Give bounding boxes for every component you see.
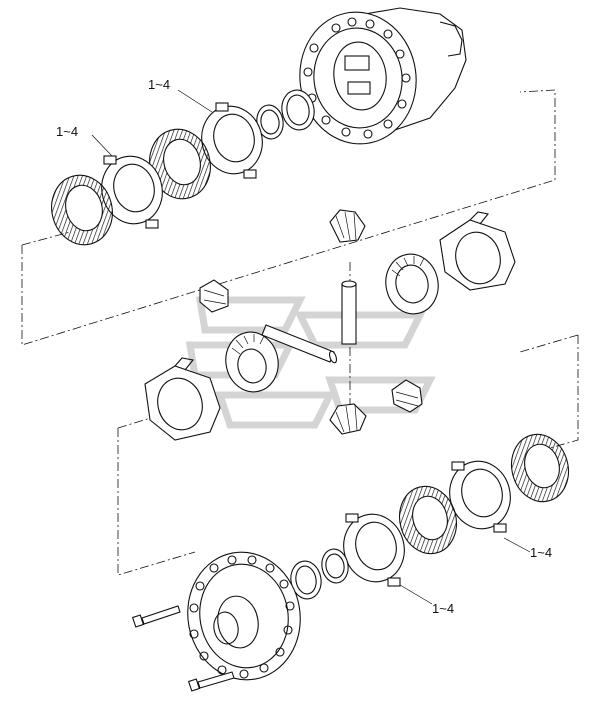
friction-disc-lower-2 xyxy=(399,485,457,555)
pinion-gear-right xyxy=(391,379,423,413)
differential-case xyxy=(299,7,467,145)
pinion-gear-top xyxy=(329,209,366,243)
case-bolt-holes xyxy=(303,17,411,139)
friction-disc-upper-1 xyxy=(149,128,211,200)
friction-disc-lower-1 xyxy=(511,433,569,503)
bolt-lower xyxy=(187,671,235,692)
steel-plate-upper-1 xyxy=(201,102,263,179)
pinion-gear-left xyxy=(199,279,229,313)
side-gear-upper xyxy=(385,253,439,315)
side-gear-lower xyxy=(225,331,279,393)
friction-disc-upper-2 xyxy=(51,174,113,246)
steel-plate-lower-1 xyxy=(449,460,511,533)
callout-label: 1~4 xyxy=(56,124,78,139)
pinion-gear-bottom xyxy=(329,403,367,435)
clutch-hub-lower xyxy=(144,357,221,441)
callout-label: 1~4 xyxy=(148,77,170,92)
callout-leaders xyxy=(91,89,531,605)
cross-shaft-horizontal xyxy=(261,324,338,364)
steel-plate-upper-2 xyxy=(101,155,163,229)
cross-shaft-vertical xyxy=(341,280,357,345)
callout-label: 1~4 xyxy=(432,601,454,616)
snap-ring-upper xyxy=(281,89,315,131)
thrust-ring-lower xyxy=(321,548,349,584)
clutch-hub-upper xyxy=(439,211,516,291)
bolt-upper xyxy=(131,605,181,628)
callout-label: 1~4 xyxy=(530,545,552,560)
differential-cover-flange xyxy=(187,551,301,681)
steel-plate-lower-2 xyxy=(343,513,405,587)
snap-ring-lower xyxy=(290,560,322,600)
cover-bolt-holes xyxy=(189,555,295,679)
